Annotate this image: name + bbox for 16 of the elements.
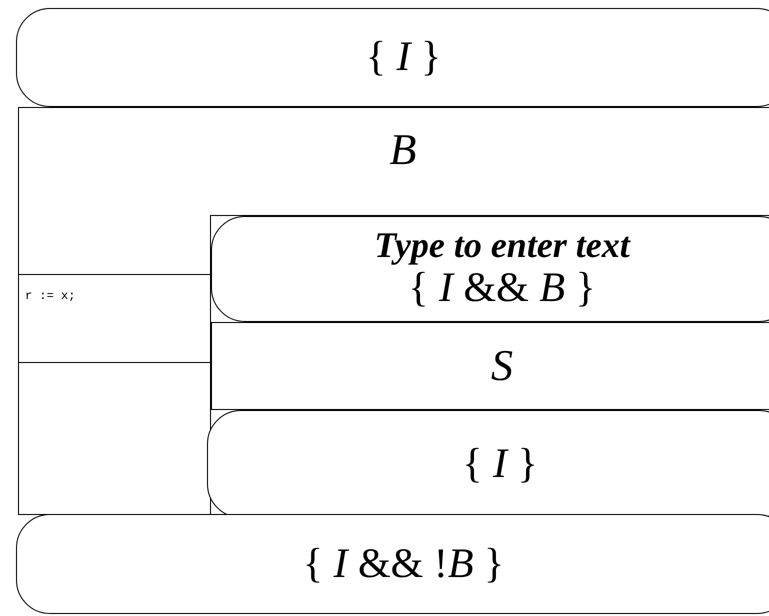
variable-label: S	[491, 342, 513, 390]
statement-box	[211, 322, 769, 410]
assertion-box	[16, 8, 769, 107]
assertion-box	[16, 514, 769, 614]
assertion-box	[211, 216, 769, 322]
loop-body-frame	[210, 215, 769, 517]
variable-label: B	[390, 126, 416, 174]
loop-box	[18, 107, 769, 515]
statement-box	[18, 274, 211, 363]
assertion-text: { I && !B }	[302, 540, 504, 588]
assertion-text: { I && B }	[408, 264, 596, 311]
assertion-box	[207, 410, 769, 518]
placeholder-text: Type to enter text	[374, 227, 630, 265]
assertion-text: { I }	[366, 34, 442, 81]
assertion-text: { I }	[462, 440, 538, 488]
code-statement: r := x;	[25, 289, 76, 303]
